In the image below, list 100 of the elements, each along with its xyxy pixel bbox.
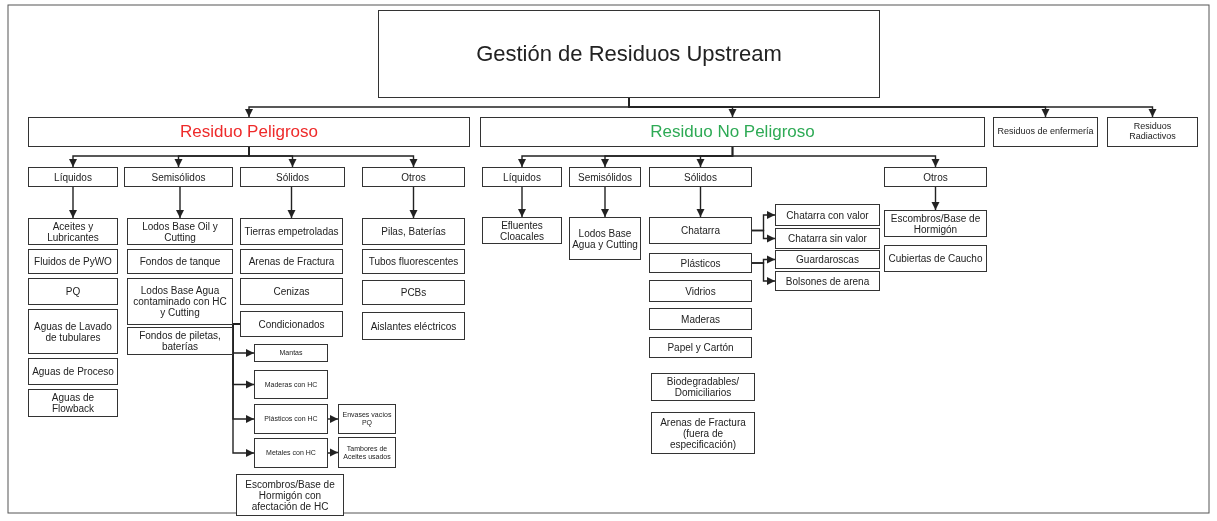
box-label: Fondos de tanque (139, 256, 221, 267)
box-label: Residuo Peligroso (180, 122, 318, 142)
category-box (254, 344, 328, 362)
box-label: Guardaroscas (796, 254, 859, 265)
category-box (362, 167, 465, 187)
box-label: Líquidos (503, 171, 541, 183)
category-box (884, 245, 987, 272)
box-label: Escombros/Base de Hormigón (889, 212, 982, 235)
category-box (127, 327, 233, 355)
category-box (28, 358, 118, 385)
box-label: Aguas de Flowback (50, 392, 96, 414)
connector-arrow (68, 186, 78, 219)
connector-arrow (751, 229, 776, 243)
category-box (240, 249, 343, 274)
category-box (649, 337, 752, 358)
category-box (338, 404, 396, 434)
category-box (362, 218, 465, 245)
connector-arrow (248, 146, 418, 168)
box-label: Arenas de Fractura (248, 256, 335, 267)
category-box (127, 278, 233, 325)
box-label: Otros (401, 171, 426, 183)
title-box (378, 10, 880, 98)
category-box (362, 249, 465, 274)
box-label: Lodos Base Agua y Cutting (572, 227, 638, 250)
box-label: Gestión de Residuos Upstream (476, 41, 782, 67)
box-label: Vidrios (685, 285, 716, 297)
category-box (28, 309, 118, 354)
category-box (28, 249, 118, 274)
box-label: Sólidos (684, 171, 717, 183)
category-box (28, 278, 118, 305)
connector-arrow (600, 186, 610, 218)
box-label: Residuos Radiactivos (1128, 122, 1177, 142)
category-box (775, 228, 880, 249)
category-box (362, 312, 465, 340)
category-box (884, 167, 987, 187)
box-label: Aceites y Lubricantes (46, 220, 100, 243)
category-box (28, 218, 118, 245)
category-box (775, 204, 880, 226)
connector-arrow (327, 414, 339, 424)
box-label: Aguas de Proceso (32, 366, 114, 377)
category-box (127, 249, 233, 274)
category-box (482, 217, 562, 244)
box-label: Escombros/Base de Hormigón con afectación de HC (244, 478, 336, 512)
category-box (240, 218, 343, 245)
category-box (649, 280, 752, 302)
connector-arrow (175, 186, 185, 219)
category-box (649, 167, 752, 187)
category-box (775, 250, 880, 269)
category-box (124, 167, 233, 187)
category-box (240, 167, 345, 187)
box-label: Otros (923, 171, 948, 183)
category-box (649, 308, 752, 330)
box-label: Biodegradables/ Domiciliarios (665, 376, 741, 398)
box-label: Maderas (681, 313, 720, 325)
box-label: Fluidos de PyWO (34, 256, 112, 267)
box-label: Chatarra sin valor (788, 233, 867, 244)
connector-arrow (696, 186, 705, 218)
box-label: PCBs (400, 287, 427, 298)
box-label: Plásticos (680, 257, 721, 269)
category-box (28, 167, 118, 187)
category-box (254, 404, 328, 434)
box-label: Condicionados (258, 318, 325, 330)
box-label: Arenas de Fractura (fuera de especificación) (659, 416, 747, 450)
box-label: PQ (65, 286, 81, 297)
category-box (28, 389, 118, 417)
category-box (651, 412, 755, 454)
category-box (651, 373, 755, 401)
box-label: Aguas de Lavado de tubulares (33, 320, 113, 343)
connector-arrow (931, 186, 940, 211)
category-box (649, 217, 752, 244)
box-label: Efluentes Cloacales (499, 219, 545, 242)
connector-arrow (731, 146, 940, 168)
box-label: Lodos Base Agua contaminado con HC y Cutting (132, 285, 228, 318)
category-box (236, 474, 344, 516)
category-box (482, 167, 562, 187)
category-box (569, 217, 641, 260)
box-label: Chatarra con valor (786, 209, 869, 221)
box-label: Chatarra (681, 225, 720, 236)
box-label: Tubos fluorescentes (368, 256, 459, 267)
connector-arrow (287, 186, 296, 219)
connector-arrow (517, 186, 527, 218)
box-label: Aislantes eléctricos (370, 320, 457, 332)
category-box (362, 280, 465, 305)
box-label: Bolsones de arena (785, 275, 870, 287)
category-box (254, 370, 328, 399)
box-label: Semisólidos (151, 171, 206, 183)
category-box (649, 253, 752, 273)
box-label: Papel y Cartón (667, 342, 734, 353)
box-label: Semisólidos (578, 171, 632, 183)
category-box (569, 167, 641, 187)
category-box (480, 117, 985, 147)
category-box (240, 311, 343, 337)
category-box (338, 437, 396, 468)
box-label: Cenizas (273, 286, 310, 297)
category-box (28, 117, 470, 147)
connector-arrow (409, 186, 418, 219)
category-box (1107, 117, 1198, 147)
box-label: Lodos Base Oil y Cutting (141, 220, 219, 243)
category-box (240, 278, 343, 305)
connector-arrow (327, 448, 339, 457)
